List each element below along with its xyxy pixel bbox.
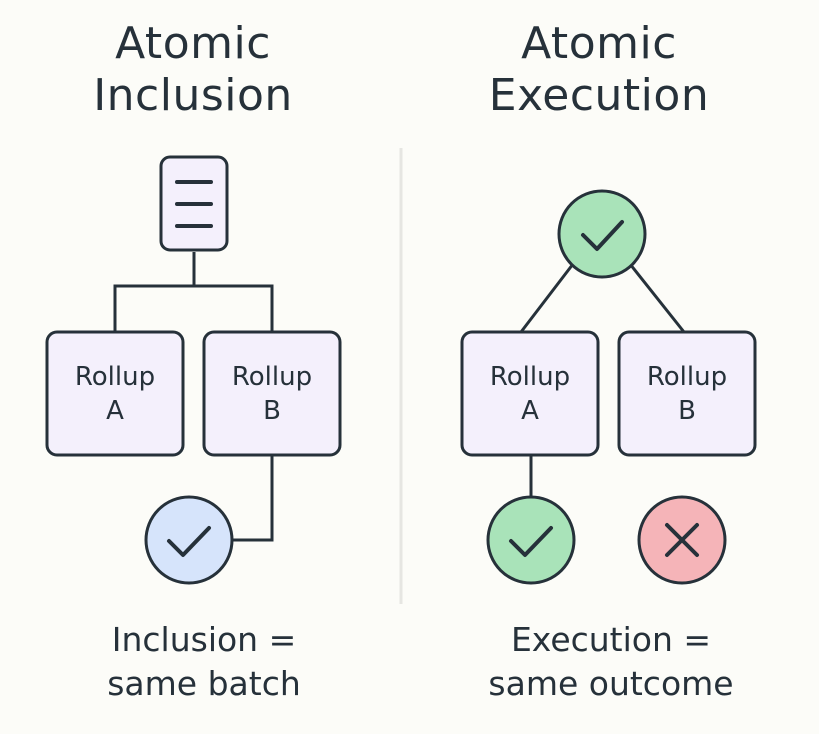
right-failure-x-icon xyxy=(637,495,727,585)
left-rollup-b-label: Rollup B xyxy=(204,360,340,428)
right-root-connector-a xyxy=(519,263,575,333)
right-rollup-a-label: Rollup A xyxy=(462,360,598,428)
left-rollup-b-line1: Rollup xyxy=(231,362,313,392)
right-rollup-a-line2: A xyxy=(521,396,539,426)
left-rollup-a-line1: Rollup xyxy=(74,362,156,392)
right-rollup-b-line1: Rollup xyxy=(646,362,728,392)
right-caption: Execution = same outcome xyxy=(431,618,791,706)
left-root-connector xyxy=(113,252,274,332)
left-result-connector xyxy=(232,455,274,542)
left-rollup-b-box xyxy=(202,330,342,457)
left-rollup-a-label: Rollup A xyxy=(47,360,183,428)
right-rollup-a-line1: Rollup xyxy=(489,362,571,392)
right-caption-line1: Execution = xyxy=(510,620,712,659)
right-rollup-b-label: Rollup B xyxy=(619,360,755,428)
right-rollup-a-box xyxy=(460,330,600,457)
left-caption: Inclusion = same batch xyxy=(24,618,384,706)
document-lines-icon xyxy=(159,155,229,252)
left-rollup-a-box xyxy=(45,330,185,457)
right-caption-line2: same outcome xyxy=(488,664,734,703)
right-success-check-icon xyxy=(486,495,576,585)
left-title-line2: Inclusion xyxy=(93,70,293,121)
left-result-check-icon xyxy=(144,495,234,585)
right-root-connector-b xyxy=(628,263,686,333)
left-caption-line1: Inclusion = xyxy=(111,620,297,659)
right-rollup-b-line2: B xyxy=(678,396,696,426)
left-rollup-b-line2: B xyxy=(263,396,281,426)
right-title-line1: Atomic xyxy=(521,18,677,69)
left-caption-line2: same batch xyxy=(107,664,301,703)
left-title: Atomic Inclusion xyxy=(28,18,358,122)
right-root-check-icon xyxy=(557,189,647,279)
left-rollup-a-line2: A xyxy=(106,396,124,426)
right-title-line2: Execution xyxy=(488,70,710,121)
right-title: Atomic Execution xyxy=(434,18,764,122)
left-title-line1: Atomic xyxy=(115,18,271,69)
right-rollup-b-box xyxy=(617,330,757,457)
